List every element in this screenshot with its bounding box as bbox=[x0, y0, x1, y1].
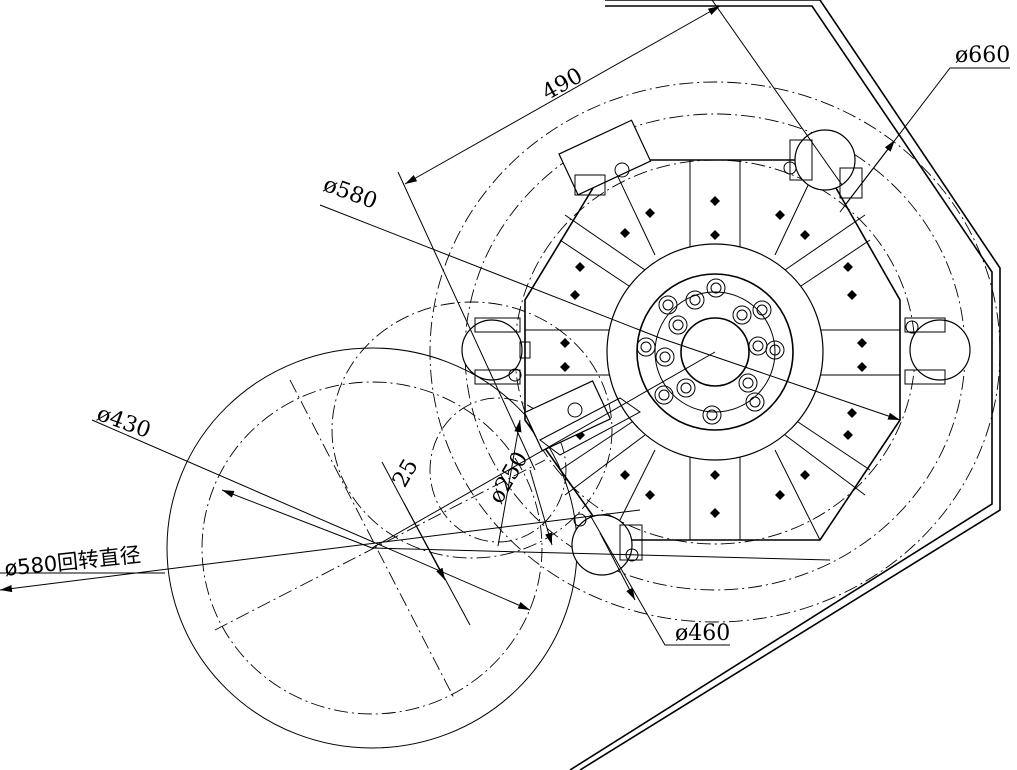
tool-holder-right bbox=[904, 317, 971, 385]
circle-d250 bbox=[429, 397, 567, 543]
label-d460: ø460 bbox=[675, 621, 730, 646]
tool-holders bbox=[461, 119, 971, 576]
tool-holder-top-right bbox=[783, 129, 863, 199]
machine-frame bbox=[569, 0, 1001, 770]
label-d660: ø660 bbox=[955, 43, 1010, 68]
boring-bar-holder bbox=[523, 380, 641, 456]
label-d250: ø250 bbox=[484, 448, 533, 508]
dimension-lines bbox=[0, 0, 1010, 646]
label-490: 490 bbox=[538, 63, 587, 105]
circle-d580-left bbox=[331, 301, 613, 559]
tool-holder-bottom bbox=[571, 513, 643, 576]
turret-body bbox=[524, 159, 901, 541]
label-d430: ø430 bbox=[93, 401, 153, 443]
pocket-markers bbox=[560, 196, 867, 518]
bolt-circle bbox=[636, 278, 785, 425]
swing-circle-inner bbox=[201, 381, 543, 715]
tool-holder-top-left bbox=[558, 119, 652, 196]
label-25: 25 bbox=[388, 455, 424, 492]
tool-holder-left bbox=[461, 317, 531, 385]
swing-circles bbox=[166, 301, 613, 749]
